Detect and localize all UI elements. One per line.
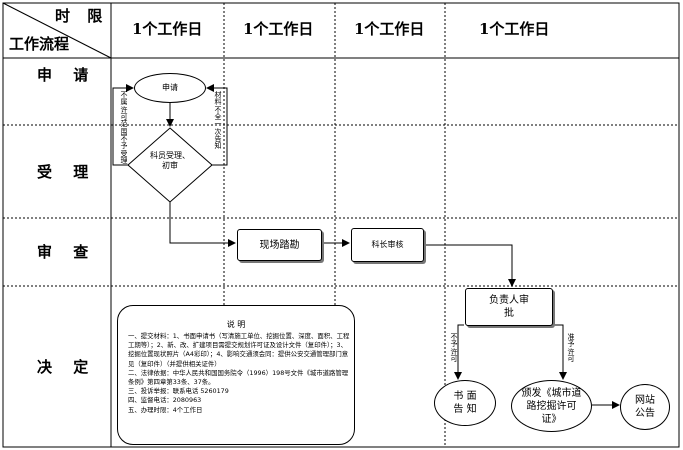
website-notice-node: 网站公告 [620,384,670,430]
column-header-4: 1个工作日 [479,20,550,38]
arrow-to-permit [553,324,567,380]
apply-node: 申请 [134,73,206,103]
note-body: 一、提交材料：1、书面申请书（写清施工单位、挖掘位置、深度、面积、工程工期等）；… [128,332,350,414]
corner-diagonal [2,2,112,59]
arrow-to-leader [424,244,516,287]
arrow-incomplete [206,84,228,166]
apply-node-label: 申请 [162,82,178,92]
row-label-decision: 决 定 [37,358,97,376]
column-header-3: 1个工作日 [354,20,425,38]
arrow-to-notice [454,324,464,380]
row-label-accept: 受 理 [37,163,97,181]
row-label-apply: 申 请 [37,66,97,84]
written-notice-node: 书 面 告 知 [434,380,496,426]
leader-approval-label: 负责人审批 [489,295,529,319]
column-header-1: 1个工作日 [132,20,203,38]
note-title: 说 明 [226,320,246,329]
website-notice-label: 网站公告 [635,395,655,419]
issue-permit-label: 颁发《城市道路挖掘许可证》 [521,387,582,425]
section-review-node: 科长审核 [351,228,424,262]
site-survey-label: 现场踏勘 [259,239,300,251]
written-notice-label: 书 面 告 知 [453,391,477,415]
site-survey-node: 现场踏勘 [237,229,322,261]
column-header-2: 1个工作日 [243,20,314,38]
explanation-note: 说 明 一、提交材料：1、书面申请书（写清施工单位、挖掘位置、深度、面积、工程工… [117,305,355,445]
not-permitted-label: 不予许可 [450,333,458,364]
row-label-review: 审 查 [37,243,97,261]
section-review-label: 科长审核 [371,239,404,249]
materials-incomplete-label: 材料不全一次告知 [214,91,222,151]
leader-approval-node: 负责人审批 [465,288,553,326]
arrow-to-site-survey [169,202,236,247]
not-in-scope-label: 不属许可范围不予受理 [120,91,128,166]
permitted-label: 准予许可 [567,333,575,364]
workflow-label: 工作流程 [9,35,70,53]
accept-review-label: 科员受理、初审 [150,151,190,171]
arrow-not-in-scope [112,84,134,166]
issue-permit-node: 颁发《城市道路挖掘许可证》 [511,380,592,432]
time-limit-label: 时 限 [55,7,109,25]
